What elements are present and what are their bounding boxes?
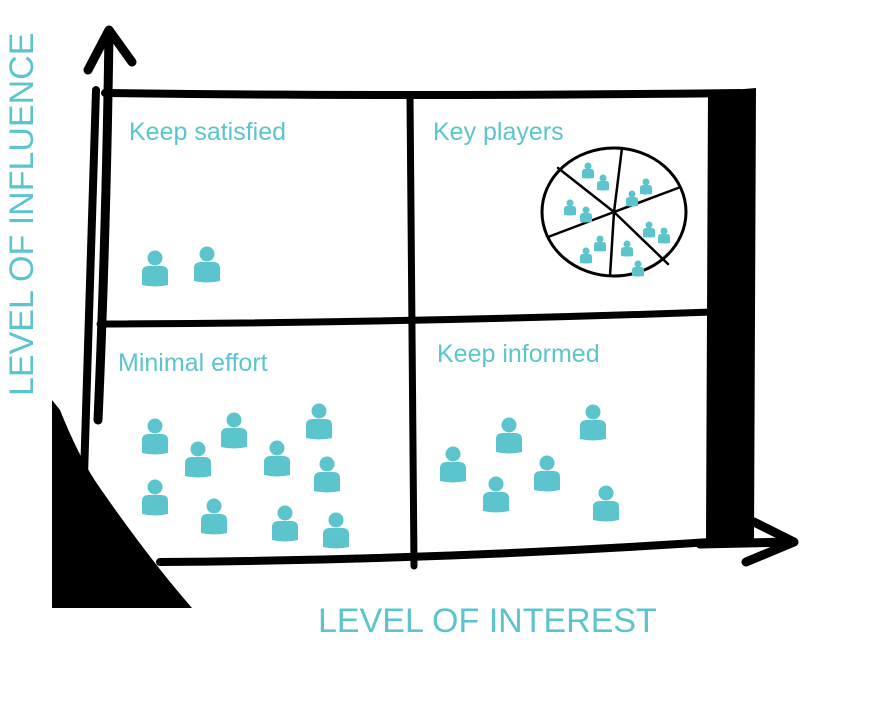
minimal-effort-people bbox=[142, 403, 349, 549]
person-icon bbox=[582, 162, 594, 179]
y-axis-label: LEVEL OF INFLUENCE bbox=[3, 33, 41, 396]
horizontal-divider bbox=[96, 308, 716, 328]
pie-divider bbox=[546, 210, 616, 239]
person-icon bbox=[658, 227, 670, 244]
person-icon bbox=[534, 455, 560, 492]
quadrant-label-key-players: Key players bbox=[433, 118, 564, 146]
pie-divider bbox=[612, 146, 624, 214]
pie-divider bbox=[612, 210, 670, 266]
quadrant-label-minimal-effort: Minimal effort bbox=[118, 349, 268, 377]
person-icon bbox=[201, 498, 227, 535]
person-icon bbox=[221, 412, 247, 449]
person-icon bbox=[643, 221, 655, 238]
x-axis-line bbox=[695, 537, 795, 549]
matrix-top-edge bbox=[101, 89, 744, 99]
person-icon bbox=[440, 446, 466, 483]
person-icon bbox=[264, 440, 290, 477]
person-icon bbox=[314, 456, 340, 493]
keep-satisfied-people bbox=[142, 246, 220, 287]
person-icon bbox=[640, 178, 652, 195]
person-icon bbox=[594, 235, 606, 252]
matrix-right-edge bbox=[706, 88, 756, 540]
pie-outline bbox=[540, 146, 688, 278]
person-icon bbox=[632, 260, 644, 277]
x-axis-arrowhead bbox=[741, 517, 799, 567]
person-icon bbox=[580, 247, 592, 264]
person-icon bbox=[626, 190, 638, 207]
person-icon bbox=[483, 476, 509, 513]
key-players-pie bbox=[540, 146, 688, 278]
x-axis-label: LEVEL OF INTEREST bbox=[318, 602, 657, 640]
person-icon bbox=[272, 505, 298, 542]
y-axis-line bbox=[93, 29, 114, 425]
pie-divider bbox=[608, 210, 616, 278]
keep-informed-people bbox=[440, 404, 619, 522]
person-icon bbox=[621, 240, 633, 257]
person-icon bbox=[142, 479, 168, 516]
person-icon bbox=[593, 485, 619, 522]
person-icon bbox=[580, 206, 592, 223]
person-icon bbox=[306, 403, 332, 440]
person-icon bbox=[564, 199, 576, 216]
pie-divider bbox=[556, 166, 616, 214]
person-icon bbox=[142, 418, 168, 455]
person-icon bbox=[580, 404, 606, 441]
person-icon bbox=[496, 417, 522, 454]
y-axis-arrowhead bbox=[83, 25, 137, 75]
person-icon bbox=[142, 250, 168, 287]
person-icon bbox=[194, 246, 220, 283]
quadrant-label-keep-satisfied: Keep satisfied bbox=[129, 118, 286, 146]
matrix-bottom-edge bbox=[156, 536, 744, 566]
matrix-left-edge bbox=[78, 86, 100, 544]
quadrant-label-keep-informed: Keep informed bbox=[437, 340, 600, 368]
person-icon bbox=[323, 512, 349, 549]
vertical-divider bbox=[406, 92, 418, 570]
matrix-corner-shadow bbox=[52, 400, 192, 608]
person-icon bbox=[185, 441, 211, 478]
pie-divider bbox=[612, 186, 680, 214]
person-icon bbox=[597, 174, 609, 191]
